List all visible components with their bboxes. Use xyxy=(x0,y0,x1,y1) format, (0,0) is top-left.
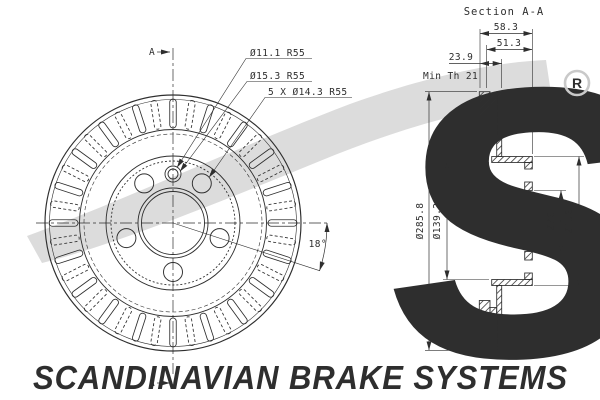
vent-slot-hidden xyxy=(184,316,196,346)
sbs-watermark: s R SCANDINAVIAN BRAKE SYSTEMS xyxy=(27,0,600,400)
center-bore-circle xyxy=(141,191,205,255)
dim-bore-diameter: Ø70 xyxy=(546,212,557,230)
vent-slot xyxy=(48,219,79,227)
vent-slot-hidden xyxy=(61,263,90,282)
section-view: Section A-A 58.3 51.3 23.9 Min Th 21 Ø28… xyxy=(415,6,588,351)
vent-slot-hidden xyxy=(83,133,108,158)
vent-slot xyxy=(71,277,98,298)
vent-slot xyxy=(227,298,248,325)
vent-vane-bottom xyxy=(489,307,498,347)
vent-slot-hidden xyxy=(150,100,162,130)
vent-slot xyxy=(199,104,214,134)
flange-upper-top xyxy=(524,162,533,170)
vent-vane-top xyxy=(489,95,498,135)
section-title: Section A-A xyxy=(464,6,545,18)
vent-slot xyxy=(54,182,84,197)
vent-slot xyxy=(132,312,147,342)
vent-slot-hidden xyxy=(238,133,263,158)
vent-slot-hidden xyxy=(83,288,108,313)
vent-slot-hidden xyxy=(184,100,196,130)
bolt-hole xyxy=(116,228,137,249)
vent-slot-hidden xyxy=(238,288,263,313)
svg-text:Ø11.1 R55: Ø11.1 R55 xyxy=(250,48,305,59)
dim-outer-diameter: Ø285.8 xyxy=(415,203,426,240)
svg-text:5 X Ø14.3 R55: 5 X Ø14.3 R55 xyxy=(268,87,348,98)
inboard-plate-bottom xyxy=(496,285,503,351)
pilot-hole-inner xyxy=(167,168,179,180)
flange-upper-bottom xyxy=(524,272,533,280)
section-marker-bottom: A xyxy=(149,378,170,389)
leader-pilot-inner: Ø11.1 R55 xyxy=(176,48,312,168)
vent-slot-hidden xyxy=(266,200,296,212)
bolt-angle-label: 18° xyxy=(309,239,327,250)
inboard-plate-top xyxy=(496,91,503,157)
vent-slot-hidden xyxy=(50,234,80,246)
dim-inner-width: 51.3 xyxy=(497,38,521,49)
vent-slot xyxy=(169,98,177,129)
registered-icon: R xyxy=(563,69,591,97)
bolt-hole xyxy=(209,228,230,249)
vent-slot xyxy=(169,317,177,348)
section-marker-top: A xyxy=(149,47,170,58)
dimension-lines xyxy=(426,31,582,351)
svg-text:Ø15.3 R55: Ø15.3 R55 xyxy=(250,71,305,82)
vent-slot-hidden xyxy=(50,200,80,212)
bolt-hole xyxy=(134,173,155,194)
flange-lower-top xyxy=(524,181,533,191)
dim-hat-outer-diameter: Ø150 xyxy=(564,209,575,233)
outboard-plate-top xyxy=(478,91,491,142)
watermark-tagline: SCANDINAVIAN BRAKE SYSTEMS xyxy=(33,359,568,396)
logo-swoosh xyxy=(27,60,552,263)
vent-slot xyxy=(98,298,119,325)
vent-slot xyxy=(248,277,275,298)
vent-slot-hidden xyxy=(266,234,296,246)
vent-slot-hidden xyxy=(114,306,133,335)
friction-ring-hidden-circle xyxy=(83,133,263,313)
vent-slot-hidden xyxy=(150,316,162,346)
svg-text:A: A xyxy=(149,47,155,58)
bolt-hole xyxy=(191,173,212,194)
dim-hat-inner-diameter: Ø139.2 xyxy=(432,203,443,240)
hat-wall-bottom xyxy=(491,279,533,286)
dim-overall-width: 58.3 xyxy=(494,22,518,33)
pilot-hole-outer xyxy=(164,165,182,183)
vent-slot xyxy=(267,219,298,227)
vent-slot xyxy=(54,249,84,264)
dim-min-thickness: Min Th 21 xyxy=(423,71,478,82)
front-view: 18° A A Ø11.1 R55 Ø15.3 R55 5 X Ø14.3 R5… xyxy=(36,47,352,389)
vent-slots xyxy=(48,98,298,348)
leader-bolt-pattern: 5 X Ø14.3 R55 xyxy=(208,87,352,178)
vent-slot-hidden xyxy=(213,111,232,140)
leader-pilot-outer: Ø15.3 R55 xyxy=(179,71,312,172)
vent-slot xyxy=(98,121,119,148)
hat-wall-top xyxy=(491,156,533,163)
svg-text:A: A xyxy=(149,378,155,389)
vent-slot xyxy=(199,312,214,342)
vent-slot-hidden xyxy=(114,111,133,140)
bolt-angle-arc xyxy=(319,222,330,271)
vent-slot-hidden xyxy=(256,164,285,183)
svg-text:R: R xyxy=(572,75,582,91)
bolt-angle-ray xyxy=(172,222,321,272)
hub-outer-circle xyxy=(105,155,241,291)
flange-lower-bottom xyxy=(524,251,533,261)
vent-slot xyxy=(227,121,248,148)
vent-slot xyxy=(71,148,98,169)
friction-ring-inner-circle xyxy=(79,129,267,317)
vent-slot-hidden xyxy=(213,306,232,335)
bolt-hole xyxy=(163,262,183,282)
bore-chamfer-circle xyxy=(137,187,209,259)
vent-slot-hidden xyxy=(61,164,90,183)
disc-outer-chamfer xyxy=(49,99,297,347)
vent-slot xyxy=(132,104,147,134)
vent-slot xyxy=(262,182,292,197)
vent-slot xyxy=(248,148,275,169)
outboard-plate-bottom xyxy=(478,300,491,351)
disc-outer-edge xyxy=(44,94,302,352)
dim-disc-thickness: 23.9 xyxy=(449,52,473,63)
bolt-holes xyxy=(116,173,230,282)
vent-slot-hidden xyxy=(256,263,285,282)
hub-serrated-circle xyxy=(110,160,236,286)
